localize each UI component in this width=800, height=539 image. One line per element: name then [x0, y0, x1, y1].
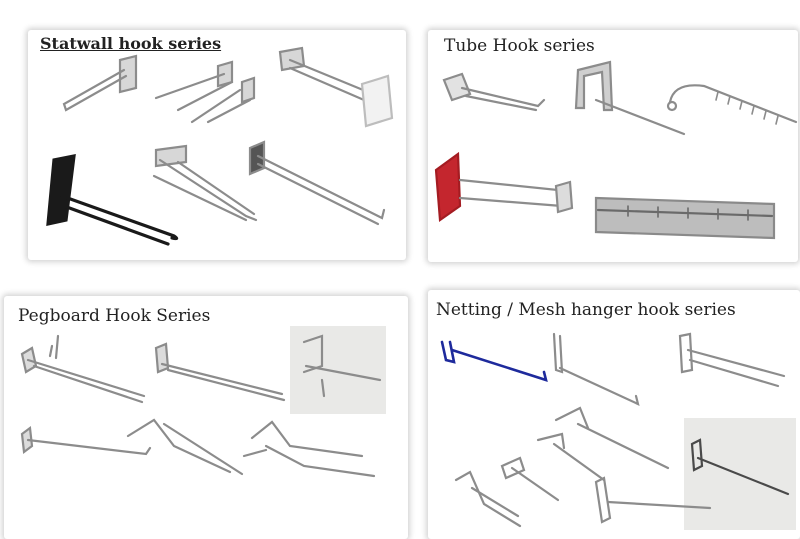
slatwall-hook-image	[248, 140, 386, 226]
netting-hook-image	[440, 340, 548, 382]
pegboard-hook-image	[20, 425, 152, 456]
pegboard-hook-image	[20, 334, 146, 404]
netting-hooks	[440, 332, 790, 528]
slatwall-hook-image	[278, 46, 394, 128]
tube-hook-image	[434, 151, 574, 223]
netting-hook-image	[554, 406, 670, 470]
tube-panel: Tube Hook series	[428, 30, 798, 262]
netting-hook-image	[500, 456, 560, 502]
pegboard-hook-image	[302, 334, 382, 398]
statwall-title: Statwall hook series	[40, 34, 222, 53]
netting-hook-image	[552, 332, 640, 406]
pegboard-hook-image	[126, 418, 244, 476]
tube-hook-image	[574, 60, 686, 136]
netting-panel: Netting / Mesh hanger hook series	[428, 290, 800, 539]
pegboard-hooks	[20, 334, 382, 478]
tube-hooks	[434, 60, 798, 240]
netting-hook-image	[690, 438, 790, 496]
slatwall-hook-image	[154, 60, 256, 124]
statwall-hooks	[46, 46, 394, 246]
tube-title: Tube Hook series	[444, 36, 595, 56]
slatwall-hook-image	[152, 144, 258, 222]
netting-hook-image	[594, 476, 712, 524]
slatwall-hook-image	[62, 54, 138, 112]
tube-hook-image	[442, 72, 546, 112]
slatwall-hook-image	[46, 153, 179, 246]
netting-hook-image	[536, 432, 606, 482]
statwall-panel: Statwall hook series	[28, 30, 406, 260]
netting-title: Netting / Mesh hanger hook series	[436, 300, 736, 320]
pegboard-panel: Pegboard Hook Series	[4, 296, 408, 539]
pegboard-hook-image	[154, 342, 286, 402]
netting-hook-image	[678, 332, 786, 388]
tube-hook-image	[666, 84, 798, 125]
pegboard-title: Pegboard Hook Series	[18, 306, 211, 326]
pegboard-hook-image	[242, 420, 376, 478]
tube-hook-image	[594, 196, 776, 240]
netting-hook-image	[454, 470, 522, 528]
